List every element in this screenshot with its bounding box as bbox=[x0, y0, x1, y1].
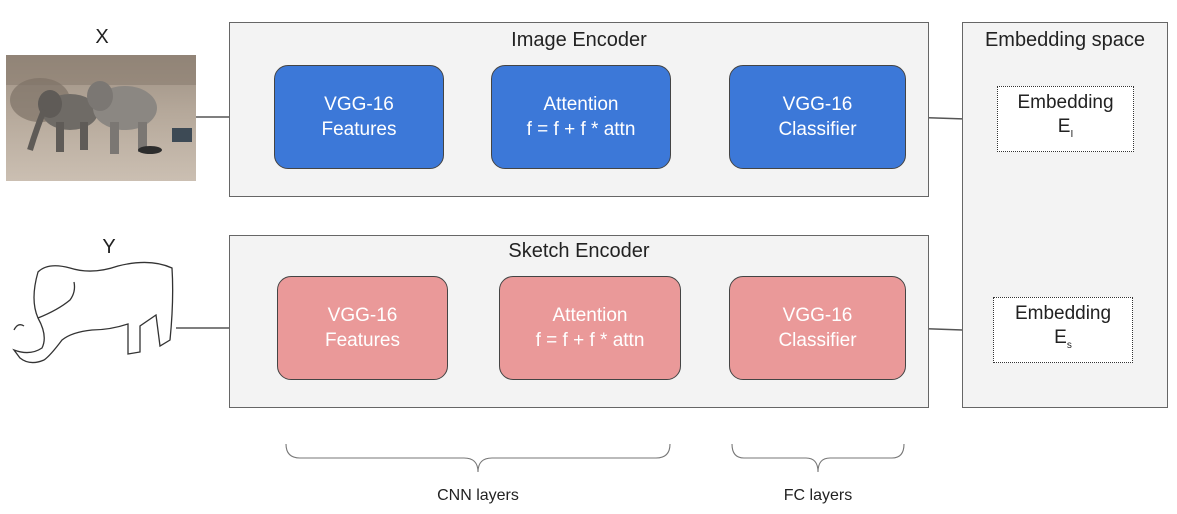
fc-brace bbox=[731, 443, 905, 473]
block-line-1: VGG-16 bbox=[782, 305, 853, 326]
input-x-label: X bbox=[95, 26, 109, 48]
block-line-2: f = f + f * attn bbox=[535, 330, 645, 351]
block-line-1: VGG-16 bbox=[782, 94, 853, 115]
embedding-subscript: I bbox=[1070, 128, 1074, 140]
block-line-1: VGG-16 bbox=[324, 94, 394, 115]
sketch-vgg-features-block: VGG-16 Features bbox=[277, 276, 448, 380]
embedding-symbol: EI bbox=[1057, 116, 1074, 140]
embedding-symbol: Es bbox=[1054, 327, 1072, 351]
sketch-embedding-box: Embedding Es bbox=[993, 297, 1133, 363]
block-line-2: Classifier bbox=[778, 119, 857, 140]
embedding-space-title: Embedding space bbox=[984, 29, 1146, 51]
sketch-vgg-classifier-block: VGG-16 Classifier bbox=[729, 276, 906, 380]
block-line-1: Attention bbox=[543, 94, 619, 115]
embedding-label: Embedding bbox=[1017, 92, 1114, 114]
embedding-subscript: s bbox=[1066, 339, 1072, 351]
input-y-label: Y bbox=[102, 236, 116, 258]
cnn-layers-caption: CNN layers bbox=[437, 487, 519, 504]
block-line-1: Attention bbox=[552, 305, 628, 326]
sketch-encoder-title: Sketch Encoder bbox=[508, 240, 650, 262]
image-embedding-box: Embedding EI bbox=[997, 86, 1134, 152]
block-line-2: Classifier bbox=[778, 330, 857, 351]
image-vgg-features-block: VGG-16 Features bbox=[274, 65, 444, 169]
image-encoder-title: Image Encoder bbox=[511, 29, 647, 51]
block-line-2: Features bbox=[325, 330, 400, 351]
elephant-photo bbox=[6, 55, 196, 181]
block-line-2: Features bbox=[321, 119, 397, 140]
image-attention-block: Attention f = f + f * attn bbox=[491, 65, 671, 169]
sketch-attention-block: Attention f = f + f * attn bbox=[499, 276, 681, 380]
fc-layers-caption: FC layers bbox=[783, 487, 853, 504]
block-line-2: f = f + f * attn bbox=[526, 119, 636, 140]
embedding-label: Embedding bbox=[1014, 303, 1112, 325]
image-vgg-classifier-block: VGG-16 Classifier bbox=[729, 65, 906, 169]
cnn-brace bbox=[285, 443, 671, 473]
elephant-sketch bbox=[12, 261, 174, 364]
block-line-1: VGG-16 bbox=[327, 305, 398, 326]
